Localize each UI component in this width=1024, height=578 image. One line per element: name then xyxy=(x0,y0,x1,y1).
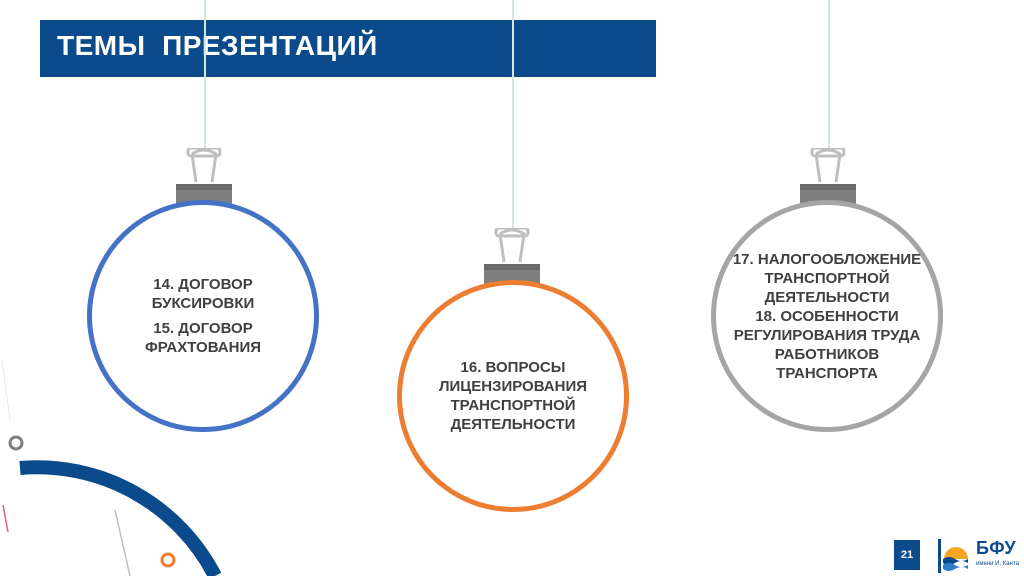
orange-ring xyxy=(160,552,176,568)
topic-text: 16. ВОПРОСЫ ЛИЦЕНЗИРОВАНИЯ ТРАНСПОРТНОЙ … xyxy=(438,359,588,433)
university-logo: БФУ имени И. Канта xyxy=(938,537,1022,575)
topic-text: 17. НАЛОГООБЛОЖЕНИЕ ТРАНСПОРТНОЙ ДЕЯТЕЛЬ… xyxy=(732,250,922,306)
topic-text: 15. ДОГОВОР ФРАХТОВАНИЯ xyxy=(144,320,262,356)
page-title: ТЕМЫ ПРЕЗЕНТАЦИЙ xyxy=(57,30,378,61)
topic-ornament-orange: 16. ВОПРОСЫ ЛИЦЕНЗИРОВАНИЯ ТРАНСПОРТНОЙ … xyxy=(397,280,629,512)
topic-text: 18. ОСОБЕННОСТИ РЕГУЛИРОВАНИЯ ТРУДА РАБО… xyxy=(733,307,921,382)
title-bar: ТЕМЫ ПРЕЗЕНТАЦИЙ xyxy=(40,20,656,77)
gray-line xyxy=(114,509,131,576)
red-line xyxy=(2,504,9,533)
ornament-string xyxy=(204,0,206,152)
logo-text: БФУ xyxy=(976,538,1017,558)
blue-arc xyxy=(19,460,222,576)
light-line xyxy=(1,359,11,421)
ornament-string xyxy=(512,0,514,230)
topic-ornament-gray: 17. НАЛОГООБЛОЖЕНИЕ ТРАНСПОРТНОЙ ДЕЯТЕЛЬ… xyxy=(711,200,943,432)
bfu-logo-icon xyxy=(938,539,968,573)
page-number: 21 xyxy=(894,540,920,570)
gray-ring xyxy=(8,435,24,451)
topic-text: 14. ДОГОВОР БУКСИРОВКИ xyxy=(151,276,255,312)
logo-subtext: имени И. Канта xyxy=(976,561,1019,567)
topic-ornament-blue: 14. ДОГОВОР БУКСИРОВКИ 15. ДОГОВОР ФРАХТ… xyxy=(87,200,319,432)
ornament-string xyxy=(828,0,830,152)
